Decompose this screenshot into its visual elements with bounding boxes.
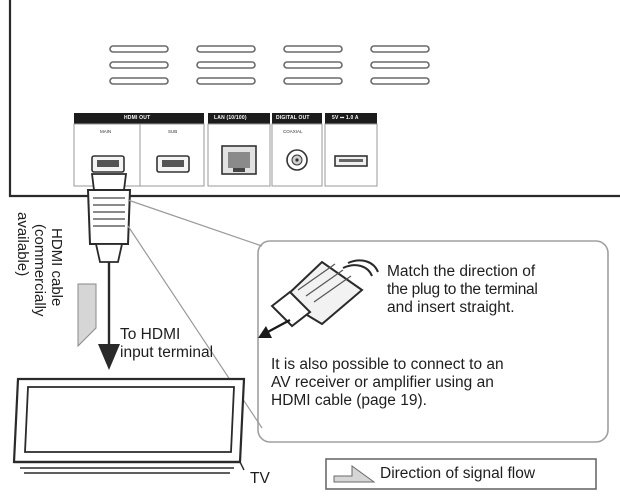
- label-sub: SUB: [168, 129, 178, 134]
- usb-port: [334, 155, 368, 167]
- hdmi-main-port: [91, 155, 125, 173]
- coaxial-port: [286, 149, 308, 171]
- callout-match-line1: Match the direction of: [387, 263, 536, 280]
- to-terminal-line1: To HDMI: [120, 326, 181, 343]
- cable-label: HDMI cable (commercially available): [14, 212, 65, 317]
- legend-box: [325, 458, 597, 490]
- label-usb: 5V ⎓ 1.0 A: [332, 115, 359, 121]
- port-boxes: [73, 123, 378, 187]
- callout-match-line3: and insert straight.: [387, 299, 515, 316]
- hdmi-sub-port: [156, 155, 190, 173]
- plug-illustration: [258, 259, 379, 338]
- rear-panel: [8, 0, 620, 198]
- legend-text: Direction of signal flow: [380, 465, 536, 482]
- signal-flow-arrow: [77, 283, 97, 348]
- to-terminal-line2: input terminal: [120, 344, 214, 361]
- port-label-strip: [74, 113, 377, 124]
- label-lan: LAN (10/100): [214, 115, 247, 121]
- callout-note-line2: AV receiver or amplifier using an: [271, 374, 494, 391]
- ventilation-slots: [109, 45, 430, 85]
- label-digital-out: DIGITAL OUT: [276, 115, 310, 121]
- callout-note-line1: It is also possible to connect to an: [271, 356, 504, 373]
- label-hdmi-out: HDMI OUT: [124, 115, 151, 121]
- cable-label-line2: (commercially: [31, 224, 48, 317]
- lan-port: [221, 145, 257, 175]
- label-main: MAIN: [100, 129, 112, 134]
- label-coaxial: COAXIAL: [283, 129, 303, 134]
- cable-label-line1: HDMI cable: [48, 228, 65, 306]
- cable-label-line3: available): [14, 212, 31, 276]
- hdmi-cable: [86, 173, 132, 370]
- tv-label: TV: [250, 470, 270, 487]
- callout-match-line2: the plug to the terminal: [387, 281, 538, 298]
- callout-note-line3: HDMI cable (page 19).: [271, 392, 427, 409]
- tv-illustration: [12, 377, 246, 474]
